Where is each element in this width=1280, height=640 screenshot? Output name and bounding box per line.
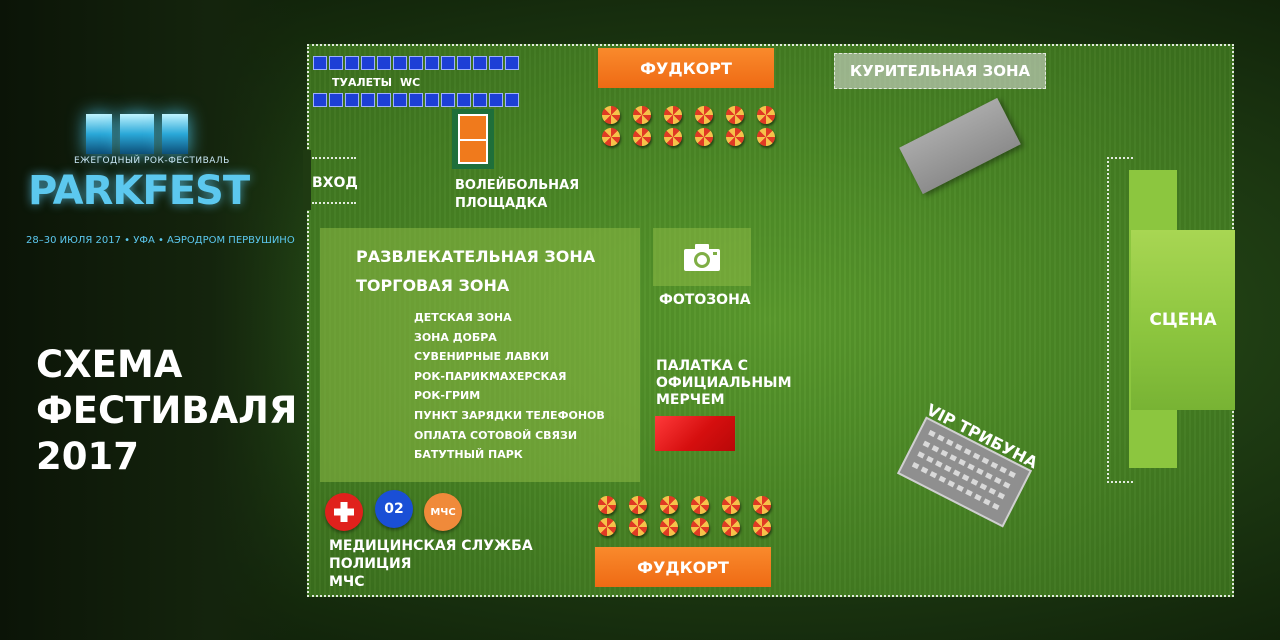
umbrella-icon [691,496,709,514]
logo-name: PARKFEST [28,168,250,214]
stage-lights-graphic [86,114,188,154]
services-label-line: ПОЛИЦИЯ [329,556,412,572]
zone-items-list: ДЕТСКАЯ ЗОНА ЗОНА ДОБРА СУВЕНИРНЫЕ ЛАВКИ… [414,308,605,465]
umbrella-icon [695,106,713,124]
volleyball-label-line: ПЛОЩАДКА [455,196,548,211]
photo-zone-label: ФОТОЗОНА [659,292,751,308]
left-panel [0,0,300,640]
medical-cross-icon [334,502,354,522]
umbrella-icon [598,518,616,536]
vip-stand [896,416,1033,528]
umbrella-icon [691,518,709,536]
entrance-marker [312,202,356,204]
list-item: ПУНКТ ЗАРЯДКИ ТЕЛЕФОНОВ [414,408,605,422]
umbrella-icon [598,496,616,514]
umbrella-icon [722,518,740,536]
umbrella-icon [664,106,682,124]
entrance-marker [312,157,356,159]
list-item: ЗОНА ДОБРА [414,330,497,344]
entertainment-heading: РАЗВЛЕКАТЕЛЬНАЯ ЗОНА [356,247,596,266]
medical-badge [325,493,363,531]
services-label: МЕДИЦИНСКАЯ СЛУЖБА ПОЛИЦИЯ МЧС [329,537,533,591]
toilets-label: ТУАЛЕТЫ [332,76,393,89]
umbrella-icon [726,106,744,124]
scheme-title-line: СХЕМА [36,343,183,386]
umbrella-icon [695,128,713,146]
umbrella-icon [629,518,647,536]
camera-icon [684,244,720,271]
police-badge: 02 [375,490,413,528]
festival-logo: ЕЖЕГОДНЫЙ РОК-ФЕСТИВАЛЬ PARKFEST 28–30 И… [24,112,295,252]
logo-dates: 28–30 ИЮЛЯ 2017 • УФА • АЭРОДРОМ ПЕРВУШИ… [26,235,295,246]
list-item: РОК-ГРИМ [414,389,481,403]
smoking-zone: КУРИТЕЛЬНАЯ ЗОНА [834,53,1046,89]
stage: СЦЕНА [1131,230,1235,410]
stage-boundary [1107,157,1133,483]
foodcourt-top: ФУДКОРТ [598,48,774,88]
list-item: ДЕТСКАЯ ЗОНА [414,311,512,324]
services-label-line: МЧС [329,574,365,590]
umbrella-icon [664,128,682,146]
umbrella-icon [629,496,647,514]
foodcourt-bottom: ФУДКОРТ [595,547,771,587]
umbrellas-top [600,104,780,148]
umbrella-icon [726,128,744,146]
volleyball-label: ВОЛЕЙБОЛЬНАЯ ПЛОЩАДКА [455,177,579,213]
umbrellas-bottom [598,494,778,538]
scheme-title: СХЕМА ФЕСТИВАЛЯ 2017 [36,342,297,480]
umbrella-icon [660,496,678,514]
merch-tent [655,416,735,451]
entertainment-zone: РАЗВЛЕКАТЕЛЬНАЯ ЗОНА ТОРГОВАЯ ЗОНА ДЕТСК… [320,228,640,482]
umbrella-icon [757,128,775,146]
merch-label-line: МЕРЧЕМ [656,392,725,408]
logo-subtitle: ЕЖЕГОДНЫЙ РОК-ФЕСТИВАЛЬ [74,156,230,166]
umbrella-icon [722,496,740,514]
list-item: ОПЛАТА СОТОВОЙ СВЯЗИ [414,428,578,442]
umbrella-icon [633,106,651,124]
list-item: БАТУТНЫЙ ПАРК [414,448,523,462]
trade-heading: ТОРГОВАЯ ЗОНА [356,276,510,295]
services-label-line: МЕДИЦИНСКАЯ СЛУЖБА [329,538,533,554]
merch-label-line: ПАЛАТКА С [656,358,748,374]
umbrella-icon [753,518,771,536]
emergency-badge: МЧС [424,493,462,531]
scheme-title-line: 2017 [36,435,139,478]
wc-label: WC [400,76,421,89]
umbrella-icon [602,106,620,124]
volleyball-court [452,109,494,169]
list-item: РОК-ПАРИКМАХЕРСКАЯ [414,369,567,383]
photo-zone [653,228,751,286]
umbrella-icon [633,128,651,146]
umbrella-icon [660,518,678,536]
entrance-gap [303,150,311,210]
toilets-row-bottom [313,93,519,107]
scheme-title-line: ФЕСТИВАЛЯ [36,389,298,432]
merch-label: ПАЛАТКА С ОФИЦИАЛЬНЫМ МЕРЧЕМ [656,358,792,409]
entrance-label: ВХОД [312,175,358,191]
merch-label-line: ОФИЦИАЛЬНЫМ [656,375,792,391]
umbrella-icon [602,128,620,146]
volleyball-label-line: ВОЛЕЙБОЛЬНАЯ [455,178,580,193]
toilets-row-top [313,56,519,70]
umbrella-icon [757,106,775,124]
umbrella-icon [753,496,771,514]
list-item: СУВЕНИРНЫЕ ЛАВКИ [414,350,550,364]
